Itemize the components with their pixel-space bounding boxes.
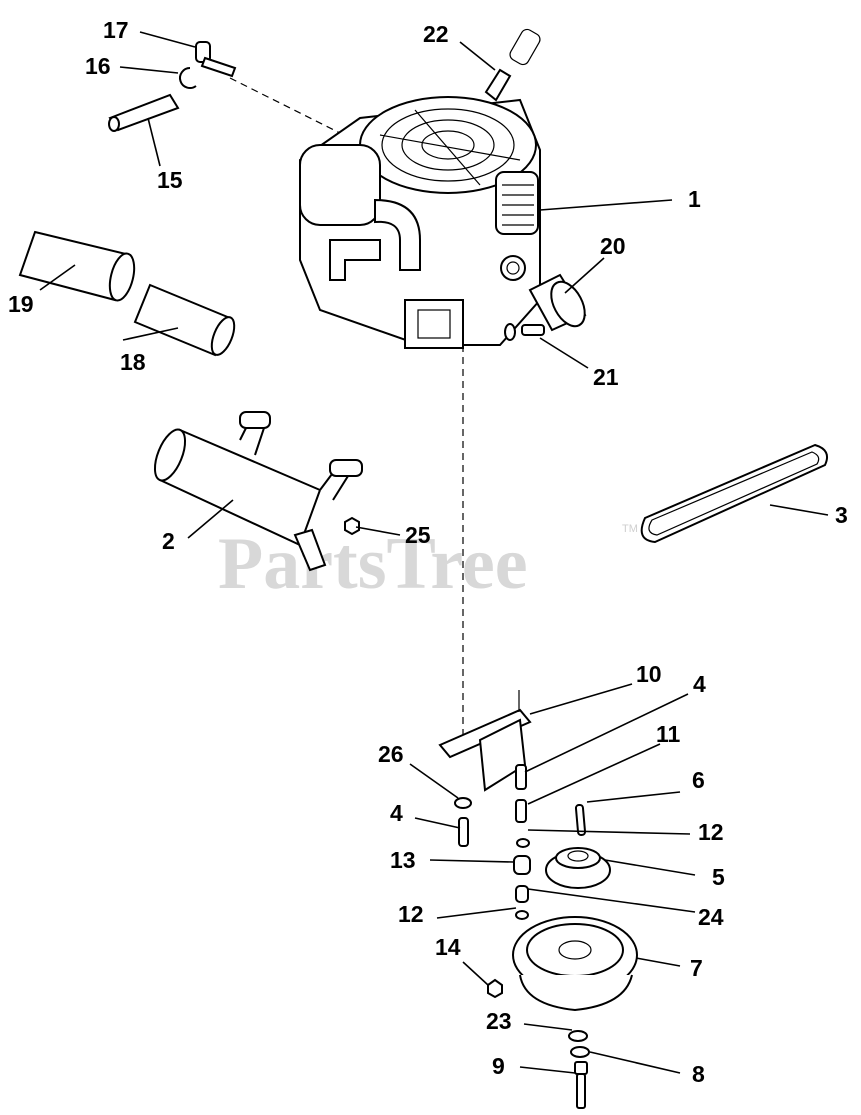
callout-6: 6 xyxy=(692,767,705,793)
leader-22 xyxy=(459,41,496,71)
leader-2 xyxy=(187,499,234,539)
leader-17 xyxy=(139,31,196,48)
watermark-tm: TM xyxy=(622,523,638,535)
leader-23 xyxy=(523,1023,573,1031)
leader-20 xyxy=(564,257,605,294)
spacer-13[interactable] xyxy=(513,855,531,875)
spacer-24[interactable] xyxy=(515,885,529,903)
clutch-bracket[interactable] xyxy=(438,690,532,792)
callout-25: 25 xyxy=(405,522,431,548)
leader-16 xyxy=(119,66,179,74)
callout-24: 24 xyxy=(698,904,724,930)
nut-25[interactable] xyxy=(344,516,360,536)
leader-7 xyxy=(635,957,681,967)
leader-26 xyxy=(409,763,459,799)
callout-19: 19 xyxy=(8,291,34,317)
nut-14[interactable] xyxy=(487,978,503,999)
callout-10: 10 xyxy=(636,661,662,687)
drive-belt[interactable] xyxy=(640,443,828,544)
key-pin[interactable] xyxy=(574,803,587,836)
bolt-4-upper[interactable] xyxy=(515,764,527,790)
callout-5: 5 xyxy=(712,864,725,890)
callout-7: 7 xyxy=(690,955,703,981)
callout-3: 3 xyxy=(835,502,848,528)
sleeve-large[interactable] xyxy=(18,230,138,303)
spark-plug[interactable] xyxy=(484,27,542,102)
oil-drain-fitting[interactable] xyxy=(504,323,545,341)
callout-11: 11 xyxy=(656,721,681,747)
leader-4b xyxy=(414,817,461,829)
sleeve-small[interactable] xyxy=(133,283,239,358)
callout-12-lower: 12 xyxy=(398,901,424,927)
callout-20: 20 xyxy=(600,233,626,259)
callout-2: 2 xyxy=(162,528,175,554)
callout-26: 26 xyxy=(378,741,404,767)
leader-21 xyxy=(539,337,589,369)
callout-16: 16 xyxy=(85,53,111,79)
callout-1: 1 xyxy=(688,186,701,212)
oil-filter[interactable] xyxy=(528,273,592,332)
engine[interactable] xyxy=(299,96,541,349)
watermark-text: PartsTree xyxy=(218,523,528,605)
bolt-4-lower[interactable] xyxy=(458,817,469,847)
leader-25 xyxy=(355,526,401,536)
bolt-9[interactable] xyxy=(574,1061,588,1109)
washer-23[interactable] xyxy=(568,1030,588,1042)
leader-9 xyxy=(519,1066,576,1074)
callout-17: 17 xyxy=(103,17,129,43)
callout-14: 14 xyxy=(435,934,461,960)
callout-12-upper: 12 xyxy=(698,819,724,845)
spacer-11[interactable] xyxy=(515,799,527,823)
alignment-line-fuel xyxy=(229,77,351,139)
callout-22: 22 xyxy=(423,21,449,47)
leader-24 xyxy=(527,888,696,913)
lock-washer-8[interactable] xyxy=(570,1046,590,1058)
muffler[interactable] xyxy=(149,411,363,572)
callout-23: 23 xyxy=(486,1008,512,1034)
washer-12-lower[interactable] xyxy=(515,910,529,920)
leader-6 xyxy=(586,791,681,803)
washer-12-upper[interactable] xyxy=(516,838,530,848)
callout-4-lower: 4 xyxy=(390,800,403,826)
washer-26[interactable] xyxy=(454,797,472,809)
fuel-fitting[interactable] xyxy=(195,41,237,78)
leader-12a xyxy=(527,829,691,835)
leader-3 xyxy=(769,504,829,516)
callout-21: 21 xyxy=(593,364,619,390)
fuel-hose[interactable] xyxy=(108,93,180,132)
callout-13: 13 xyxy=(390,847,416,873)
leader-1 xyxy=(539,199,673,211)
leader-12b xyxy=(436,907,517,919)
leader-8 xyxy=(589,1051,681,1074)
leader-19 xyxy=(39,264,76,291)
callout-8: 8 xyxy=(692,1061,705,1087)
leader-10 xyxy=(529,683,633,715)
leader-15 xyxy=(147,117,161,167)
leader-14 xyxy=(462,961,489,986)
callout-18: 18 xyxy=(120,349,146,375)
hose-clamp[interactable] xyxy=(179,67,197,89)
pulley[interactable] xyxy=(545,847,611,889)
leader-13 xyxy=(429,859,514,863)
leader-11 xyxy=(527,743,661,805)
leader-4a xyxy=(524,693,689,773)
leader-5 xyxy=(604,859,696,876)
pto-clutch[interactable] xyxy=(512,916,638,1012)
callout-15: 15 xyxy=(157,167,183,193)
callout-9: 9 xyxy=(492,1053,505,1079)
callout-4-upper: 4 xyxy=(693,671,706,697)
leader-18 xyxy=(122,327,179,341)
